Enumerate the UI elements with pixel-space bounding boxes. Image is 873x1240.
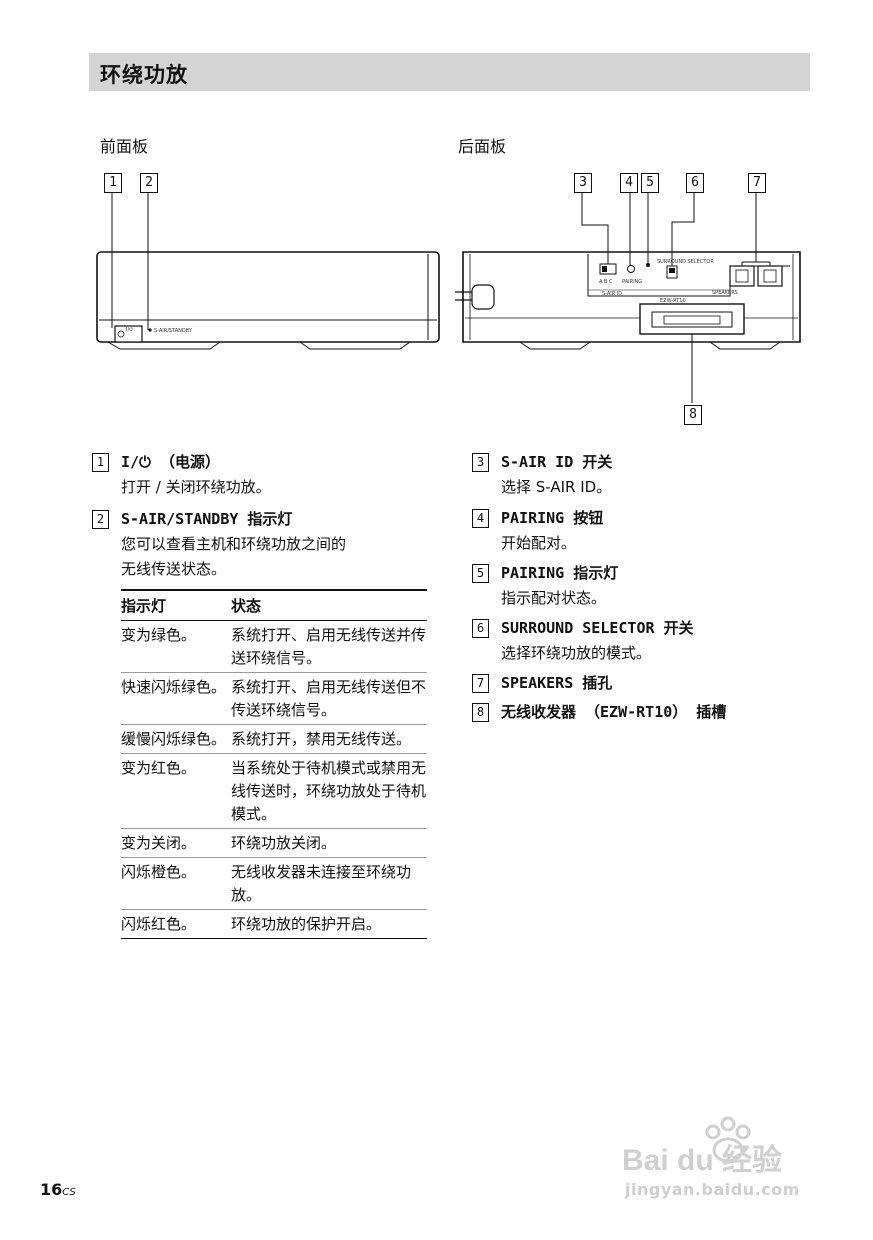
table-row: 变为关闭。 环绕功放关闭。: [121, 828, 427, 858]
item-8: 8 无线收发器 （EZW-RT10） 插槽: [472, 700, 726, 725]
item-5: 5 PAIRING 指示灯 指示配对状态。: [472, 561, 618, 611]
item-label: PAIRING 指示灯: [501, 564, 619, 582]
front-standby-text: S-AIR/STANDBY: [154, 328, 193, 334]
front-panel-illustration: I/⏻ S-AIR/STANDBY: [96, 192, 440, 350]
table-row: 变为绿色。 系统打开、启用无线传送并传送环绕信号。: [121, 620, 427, 673]
callout-7: 7: [748, 173, 766, 193]
table-cell-indicator: 快速闪烁绿色。: [121, 672, 231, 725]
item-description: 选择环绕功放的模式。: [501, 644, 652, 662]
item-description-line-1: 您可以查看主机和环绕功放之间的: [121, 535, 347, 553]
watermark-brand: Bai du 经验: [622, 1143, 782, 1177]
sair-id-positions: A B C: [599, 279, 613, 285]
pairing-text: PAIRING: [622, 279, 642, 285]
table-header-status: 状态: [231, 589, 427, 621]
item-label: I/⏻ （电源）: [121, 453, 220, 471]
item-number: 4: [472, 509, 489, 528]
item-number: 5: [472, 564, 489, 583]
page-number-suffix: CS: [62, 1187, 76, 1198]
item-label: S-AIR/STANDBY 指示灯: [121, 510, 293, 528]
item-number: 3: [472, 453, 489, 472]
table-cell-indicator: 变为关闭。: [121, 828, 231, 858]
surround-selector-text: SURROUND SELECTOR: [657, 259, 714, 265]
item-label: SURROUND SELECTOR 开关: [501, 619, 694, 637]
pairing-button: [627, 265, 635, 273]
watermark-url: jingyan.baidu.com: [625, 1180, 800, 1199]
table-row: 缓慢闪烁绿色。 系统打开，禁用无线传送。: [121, 724, 427, 754]
item-2: 2 S-AIR/STANDBY 指示灯 您可以查看主机和环绕功放之间的 无线传送…: [92, 507, 346, 582]
table-cell-status: 环绕功放关闭。: [231, 828, 427, 858]
table-row: 变为红色。 当系统处于待机模式或禁用无线传送时，环绕功放处于待机模式。: [121, 753, 427, 829]
table-cell-status: 系统打开、启用无线传送但不传送环绕信号。: [231, 672, 427, 725]
item-label: SPEAKERS 插孔: [501, 674, 613, 692]
sair-id-text: S-AIR ID: [602, 291, 622, 297]
item-description: 开始配对。: [501, 534, 577, 552]
indicator-status-table: 指示灯 状态 变为绿色。 系统打开、启用无线传送并传送环绕信号。 快速闪烁绿色。…: [121, 589, 427, 939]
table-row: 闪烁橙色。 无线收发器未连接至环绕功放。: [121, 857, 427, 910]
item-number: 2: [92, 510, 109, 529]
table-cell-indicator: 缓慢闪烁绿色。: [121, 724, 231, 754]
callout-6: 6: [686, 173, 704, 193]
callout-1: 1: [104, 173, 122, 193]
callout-5: 5: [641, 173, 659, 193]
pairing-indicator: [646, 263, 650, 267]
item-number: 6: [472, 619, 489, 638]
item-3: 3 S-AIR ID 开关 选择 S-AIR ID。: [472, 450, 612, 500]
callout-3: 3: [574, 173, 592, 193]
item-number: 1: [92, 453, 109, 472]
callout-2: 2: [140, 173, 158, 193]
table-cell-status: 无线收发器未连接至环绕功放。: [231, 857, 427, 910]
page-number-value: 16: [40, 1180, 63, 1199]
item-4: 4 PAIRING 按钮 开始配对。: [472, 506, 603, 556]
table-cell-status: 系统打开，禁用无线传送。: [231, 724, 427, 754]
item-7: 7 SPEAKERS 插孔: [472, 671, 612, 696]
callout-8: 8: [684, 405, 702, 425]
table-row: 快速闪烁绿色。 系统打开、启用无线传送但不传送环绕信号。: [121, 672, 427, 725]
rear-panel-illustration: A B C S-AIR ID PAIRING SURROUND SELECTOR…: [455, 192, 801, 403]
page-title: 环绕功放: [100, 63, 188, 87]
item-number: 8: [472, 703, 489, 722]
table-cell-status: 系统打开、启用无线传送并传送环绕信号。: [231, 620, 427, 673]
table-cell-status: 环绕功放的保护开启。: [231, 909, 427, 939]
item-label: 无线收发器 （EZW-RT10） 插槽: [501, 703, 727, 721]
item-description-line-2: 无线传送状态。: [121, 560, 227, 578]
front-panel-label: 前面板: [100, 137, 149, 156]
table-cell-indicator: 变为红色。: [121, 753, 231, 829]
baidu-watermark-logo: Bai du 经验: [622, 1116, 782, 1177]
section-title-bar: 环绕功放: [89, 53, 810, 91]
table-cell-status: 当系统处于待机模式或禁用无线传送时，环绕功放处于待机模式。: [231, 753, 427, 829]
standby-indicator: [148, 328, 152, 332]
rear-panel-label: 后面板: [458, 137, 507, 156]
item-6: 6 SURROUND SELECTOR 开关 选择环绕功放的模式。: [472, 616, 694, 666]
front-power-button: [114, 325, 143, 343]
table-header-row: 指示灯 状态: [121, 589, 427, 621]
page-number: 16CS: [40, 1180, 76, 1199]
item-description: 指示配对状态。: [501, 589, 607, 607]
table-cell-indicator: 闪烁橙色。: [121, 857, 231, 910]
item-description: 打开 / 关闭环绕功放。: [121, 478, 271, 496]
item-1: 1 I/⏻ （电源） 打开 / 关闭环绕功放。: [92, 450, 271, 500]
slot-text: EZW-RT10: [660, 298, 686, 304]
item-number: 7: [472, 674, 489, 693]
device-diagrams: I/⏻ S-AIR/STANDBY A B C S-AIR ID PAIRING…: [96, 192, 801, 403]
front-power-symbol: I/⏻: [126, 327, 133, 333]
callout-4: 4: [620, 173, 638, 193]
item-label: PAIRING 按钮: [501, 509, 604, 527]
speakers-text: SPEAKERS: [712, 290, 738, 296]
item-label: S-AIR ID 开关: [501, 453, 613, 471]
table-cell-indicator: 变为绿色。: [121, 620, 231, 673]
item-description: 选择 S-AIR ID。: [501, 478, 612, 496]
table-cell-indicator: 闪烁红色。: [121, 909, 231, 939]
table-header-indicator: 指示灯: [121, 589, 231, 621]
table-row: 闪烁红色。 环绕功放的保护开启。: [121, 909, 427, 939]
